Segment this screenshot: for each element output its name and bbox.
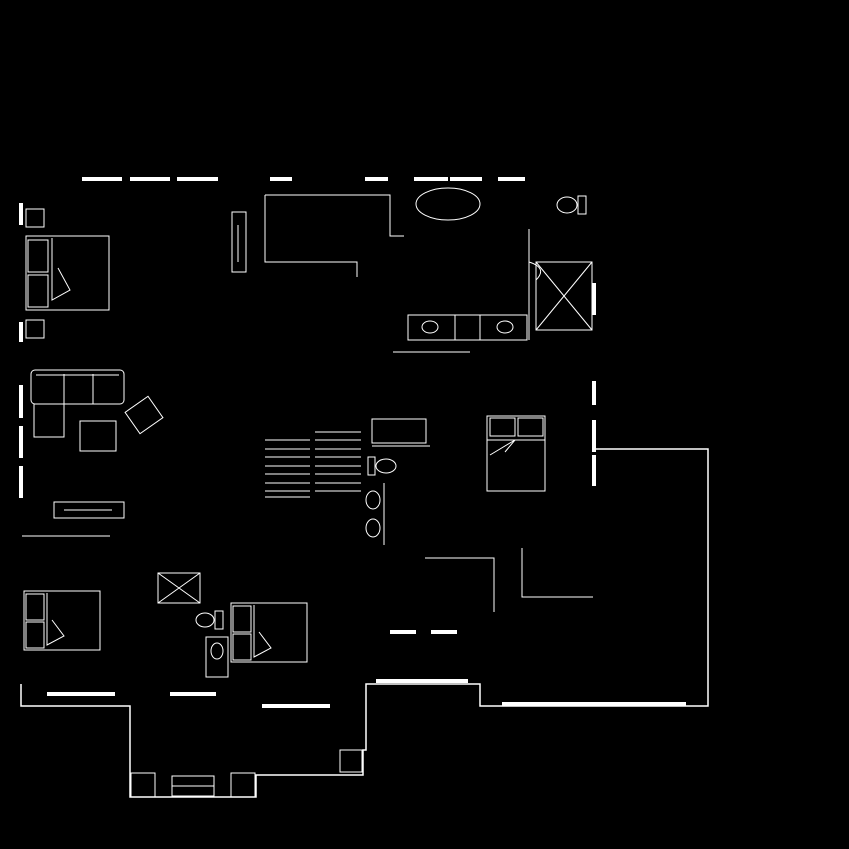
column-icon — [339, 749, 363, 773]
desk-icon — [371, 418, 427, 444]
closet-walls — [425, 548, 593, 612]
bed-icon — [23, 590, 101, 651]
vanity-icon — [205, 636, 229, 678]
toilet-tank — [214, 610, 224, 630]
master-suite — [25, 187, 593, 353]
nightstand-icon — [25, 319, 45, 339]
toilet-tank — [367, 456, 376, 476]
vanity-dividers — [454, 315, 481, 340]
porch — [130, 749, 363, 798]
bottom-windows — [47, 679, 686, 708]
toilet-icon — [195, 612, 215, 628]
shower-icon — [535, 261, 593, 331]
sofa-cushions — [36, 374, 119, 404]
nightstand-icon — [25, 208, 45, 228]
bed-pillows — [25, 593, 65, 649]
exterior-wall-outline — [20, 448, 709, 798]
bed-icon — [230, 602, 308, 663]
toilet-tank — [577, 195, 587, 215]
stairs-icon — [265, 431, 361, 498]
sink-icon — [210, 642, 224, 660]
sink-icon — [365, 518, 381, 538]
column-icon — [130, 772, 156, 798]
living-room — [22, 369, 164, 537]
bathtub-icon — [415, 187, 481, 221]
bed-icon — [25, 235, 110, 311]
sink-icon — [421, 320, 439, 334]
bedroom-4 — [157, 572, 308, 678]
vanity-icon — [407, 314, 528, 341]
toilet-icon — [556, 196, 578, 214]
shower-icon — [157, 572, 201, 604]
bedroom-3 — [23, 590, 101, 651]
stairs-hall — [265, 418, 430, 545]
sink-icon — [365, 490, 381, 510]
exterior-walls-windows — [19, 177, 709, 798]
tv-console-icon — [53, 501, 125, 519]
closet-walls — [264, 194, 404, 277]
column-icon — [230, 772, 256, 798]
bed-icon — [486, 415, 546, 492]
coffee-table-icon — [79, 420, 117, 452]
bedroom-2 — [425, 415, 593, 612]
fireplace-icon — [231, 211, 247, 273]
sofa-icon — [30, 369, 125, 405]
chaise-icon — [33, 403, 65, 438]
armchair-icon — [124, 395, 164, 435]
bed-pillows — [27, 238, 71, 308]
toilet-icon — [375, 458, 397, 474]
sink-icon — [496, 320, 514, 334]
bath-wall — [528, 229, 542, 340]
bed-pillows — [487, 417, 545, 456]
bed-pillows — [232, 605, 272, 661]
